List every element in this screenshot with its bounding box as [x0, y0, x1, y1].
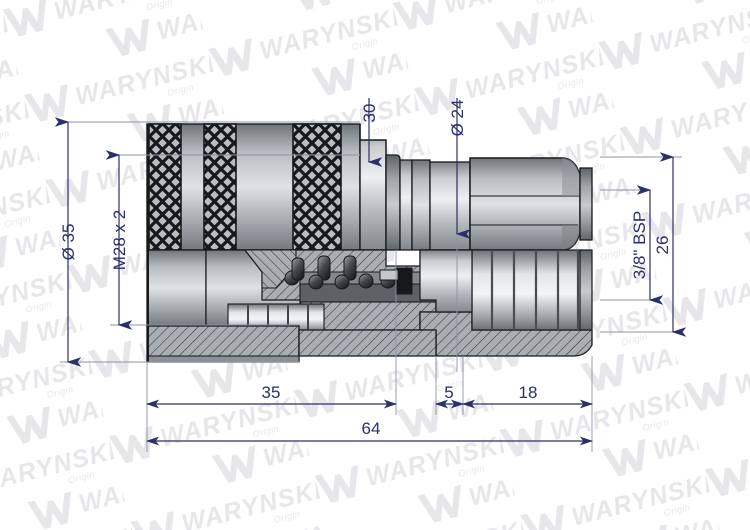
dimension-dia35-label: Ø 35: [59, 224, 78, 261]
dimension-len18-label: 18: [519, 383, 538, 402]
dimension-m28x2: M28 x 2: [105, 150, 133, 330]
dimension-dia24: Ø 24: [448, 98, 471, 372]
dimension-len35-label: 35: [262, 383, 281, 402]
dimension-bsp38-label: 3/8" BSP: [630, 211, 649, 279]
bsp-thread-section: [471, 249, 583, 331]
dimension-dia24-label: Ø 24: [448, 100, 467, 137]
dimension-len30-label: 30: [360, 104, 379, 123]
dimension-len30: 30: [360, 98, 383, 167]
dimension-bsp38: 3/8" BSP: [630, 185, 664, 305]
coupler-part: [146, 123, 593, 363]
dimension-len64: 64: [145, 419, 594, 446]
locking-balls: [284, 255, 396, 290]
dimension-len64-label: 64: [362, 419, 381, 438]
dimension-m28x2-label: M28 x 2: [110, 210, 129, 270]
dimension-h26: 26: [653, 152, 687, 337]
dimension-len35: 35: [145, 383, 398, 409]
dimension-len5: 5: [434, 383, 465, 409]
dimension-h26-label: 26: [653, 236, 672, 255]
dimension-len5-label: 5: [444, 383, 453, 402]
dimension-len18: 18: [461, 383, 594, 409]
dimension-dia35: Ø 35: [54, 117, 82, 367]
